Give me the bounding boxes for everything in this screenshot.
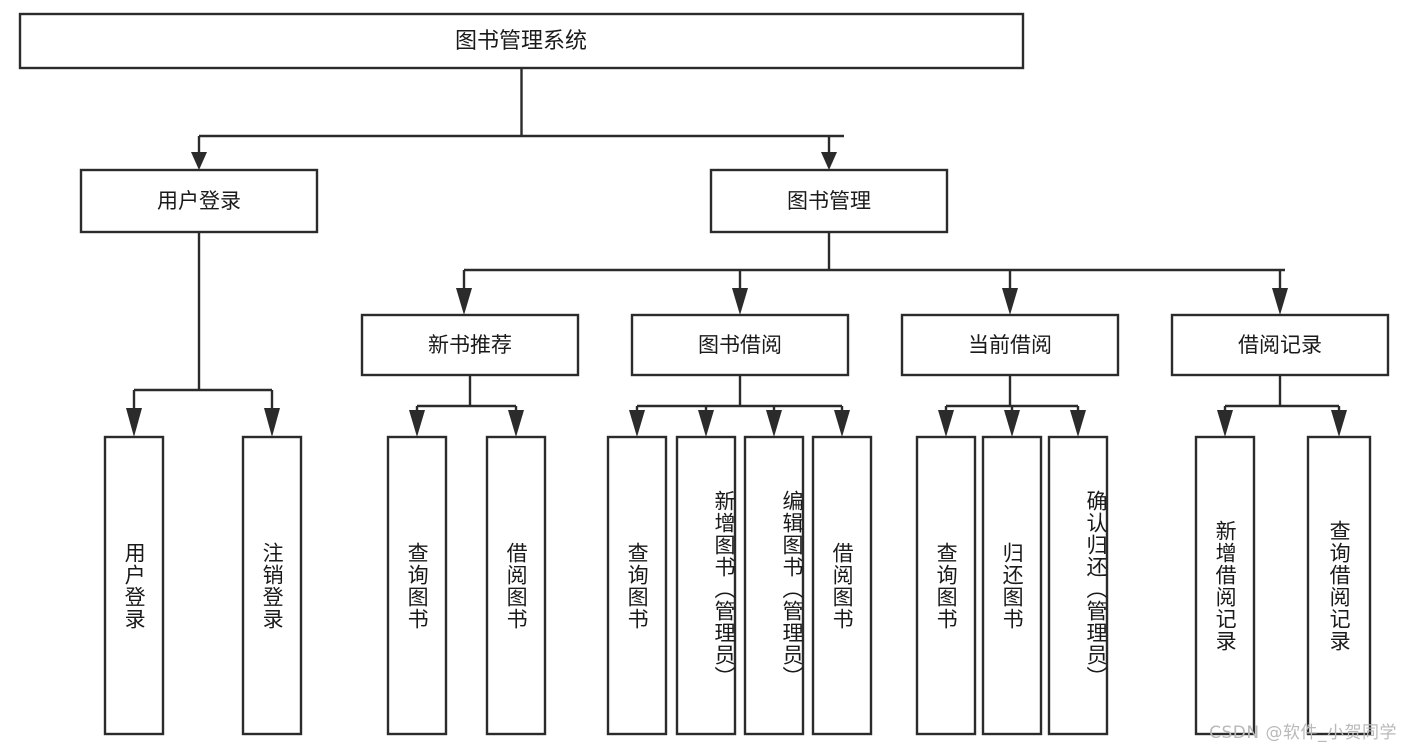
node-leaf-add-record-rect[interactable]	[1194, 435, 1256, 736]
node-leaf-edit-book-rect[interactable]	[743, 435, 805, 736]
node-root-label: 图书管理系统	[455, 29, 587, 54]
arrowhead-leaf-edit-book	[766, 410, 782, 437]
arrowhead-current-borrow	[1002, 288, 1018, 315]
node-new-book-rec-rect[interactable]	[360, 313, 580, 377]
watermark: CSDN @软件_小贺同学	[1209, 723, 1397, 743]
node-current-borrow-label: 当前借阅	[968, 333, 1052, 357]
arrowhead-leaf-add-book	[698, 410, 714, 437]
arrowhead-leaf-borrow-book-1	[508, 410, 524, 437]
node-borrow-record[interactable]: 借阅记录	[1170, 313, 1390, 377]
node-book-manage[interactable]: 图书管理	[709, 168, 949, 234]
node-leaf-user-login-rect[interactable]	[103, 435, 165, 736]
node-new-book-rec[interactable]: 新书推荐	[360, 313, 580, 377]
node-layer: 图书管理系统 用户登录 图书管理 新书推荐 图书借阅 当前	[18, 12, 1390, 736]
node-new-book-rec-label: 新书推荐	[428, 333, 512, 357]
node-leaf-add-book-rect[interactable]	[675, 435, 737, 736]
node-leaf-query-book-1-rect[interactable]	[386, 435, 448, 736]
arrowhead-leaf-query-book-3	[938, 410, 954, 437]
node-book-manage-label: 图书管理	[787, 189, 871, 213]
arrowhead-book-borrow	[732, 288, 748, 315]
node-leaf-return-book-rect[interactable]	[981, 435, 1043, 736]
node-current-borrow[interactable]: 当前借阅	[900, 313, 1120, 377]
arrowhead-user-login	[191, 152, 207, 170]
node-book-manage-rect[interactable]	[709, 168, 949, 234]
node-user-login-label: 用户登录	[157, 189, 241, 213]
node-leaf-borrow-book-2-rect[interactable]	[811, 435, 873, 736]
node-leaf-query-book-2-rect[interactable]	[606, 435, 668, 736]
node-root[interactable]: 图书管理系统	[18, 12, 1025, 70]
node-user-login-rect[interactable]	[79, 168, 319, 234]
connector-layer	[126, 68, 1347, 437]
arrowhead-book-manage	[821, 152, 837, 170]
node-root-rect[interactable]	[18, 12, 1025, 70]
node-borrow-record-label: 借阅记录	[1238, 333, 1322, 357]
node-book-borrow-label: 图书借阅	[698, 333, 782, 357]
node-borrow-record-rect[interactable]	[1170, 313, 1390, 377]
arrowhead-leaf-query-record	[1331, 410, 1347, 437]
arrowhead-leaf-confirm-return	[1070, 410, 1086, 437]
node-leaf-query-book-3-rect[interactable]	[915, 435, 977, 736]
node-book-borrow-rect[interactable]	[630, 313, 850, 377]
arrowhead-leaf-add-record	[1217, 410, 1233, 437]
node-user-login[interactable]: 用户登录	[79, 168, 319, 234]
node-leaf-logout-rect[interactable]	[241, 435, 303, 736]
arrowhead-borrow-record	[1272, 288, 1288, 315]
arrowhead-leaf-query-book-2	[629, 410, 645, 437]
arrowhead-leaf-logout	[264, 408, 280, 437]
node-leaf-confirm-return-rect[interactable]	[1047, 435, 1109, 736]
arrowhead-leaf-borrow-book-2	[834, 410, 850, 437]
node-book-borrow[interactable]: 图书借阅	[630, 313, 850, 377]
node-leaf-borrow-book-1-rect[interactable]	[485, 435, 547, 736]
arrowhead-leaf-query-book-1	[409, 410, 425, 437]
arrowhead-leaf-user-login	[126, 408, 142, 437]
arrowhead-new-book-rec	[456, 288, 472, 315]
arrowhead-leaf-return-book	[1004, 410, 1020, 437]
node-current-borrow-rect[interactable]	[900, 313, 1120, 377]
node-leaf-query-record-rect[interactable]	[1306, 435, 1372, 736]
